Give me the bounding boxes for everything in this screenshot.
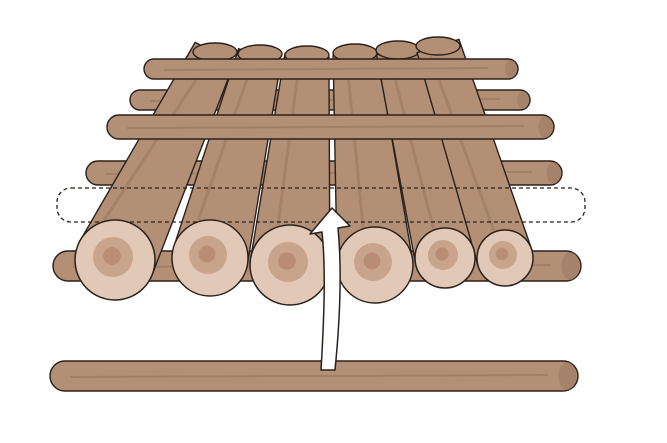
log-end	[414, 227, 476, 289]
loose-log	[49, 360, 579, 392]
crossbeam	[106, 114, 555, 140]
log-end	[74, 219, 156, 301]
log-end	[476, 229, 534, 287]
curved-up-arrow-icon	[309, 207, 351, 371]
log-end	[336, 226, 414, 304]
log-end	[249, 224, 331, 306]
crossbeam	[143, 58, 519, 80]
log-ends	[74, 219, 534, 306]
log-end	[171, 219, 249, 297]
front-crossbeams	[106, 58, 555, 140]
raft-logs	[77, 36, 533, 279]
loose-log	[49, 360, 579, 392]
